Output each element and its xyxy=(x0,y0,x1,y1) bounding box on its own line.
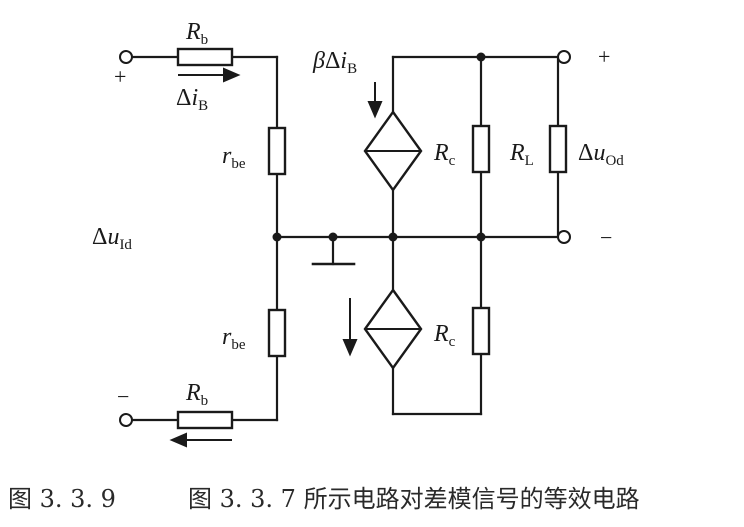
label-delta-uod: ΔuOd xyxy=(578,140,624,169)
resistor-rl xyxy=(548,124,568,174)
resistor-rbe-bottom xyxy=(267,308,287,358)
junction-dot xyxy=(476,232,486,242)
label-rl: RL xyxy=(509,140,534,169)
resistor-rb-bottom xyxy=(176,410,234,430)
junction-dot xyxy=(272,232,282,242)
caption-number: 图 3. 3. 9 xyxy=(8,485,116,513)
resistor-rc-top xyxy=(471,124,491,174)
label-delta-ib: ΔiB xyxy=(176,85,208,114)
terminal-output-minus xyxy=(557,230,571,244)
junction-dot xyxy=(328,232,338,242)
label-rbe-bottom: rbe xyxy=(222,324,246,353)
label-rbe-top: rbe xyxy=(222,143,246,172)
label-rc-top: Rc xyxy=(433,140,456,169)
label-minus-output: − xyxy=(600,225,612,250)
label-beta-delta-ib: βΔiB xyxy=(312,48,357,77)
label-minus-input: − xyxy=(117,384,129,409)
arrow-bottom-head xyxy=(169,432,187,448)
resistor-rbe-top xyxy=(267,126,287,176)
label-delta-uid: ΔuId xyxy=(92,224,132,253)
resistor-rb-top xyxy=(176,47,234,67)
label-rc-bottom: Rc xyxy=(433,321,456,350)
terminal-output-plus xyxy=(557,50,571,64)
label-plus-input: + xyxy=(114,64,126,89)
terminal-input-minus xyxy=(119,413,133,427)
arrow-delta-ib-head xyxy=(223,67,241,83)
label-rb-top: Rb xyxy=(185,19,208,48)
caption-text: 图 3. 3. 7 所示电路对差模信号的等效电路 xyxy=(188,485,640,513)
label-rb-bottom: Rb xyxy=(185,380,208,409)
label-plus-output: + xyxy=(598,44,610,69)
arrow-beta-head xyxy=(367,101,383,119)
junction-dot xyxy=(388,232,398,242)
resistor-rc-bottom xyxy=(471,306,491,356)
junction-dot xyxy=(476,52,486,62)
terminal-input-plus xyxy=(119,50,133,64)
arrow-lower-source-head xyxy=(342,339,358,357)
